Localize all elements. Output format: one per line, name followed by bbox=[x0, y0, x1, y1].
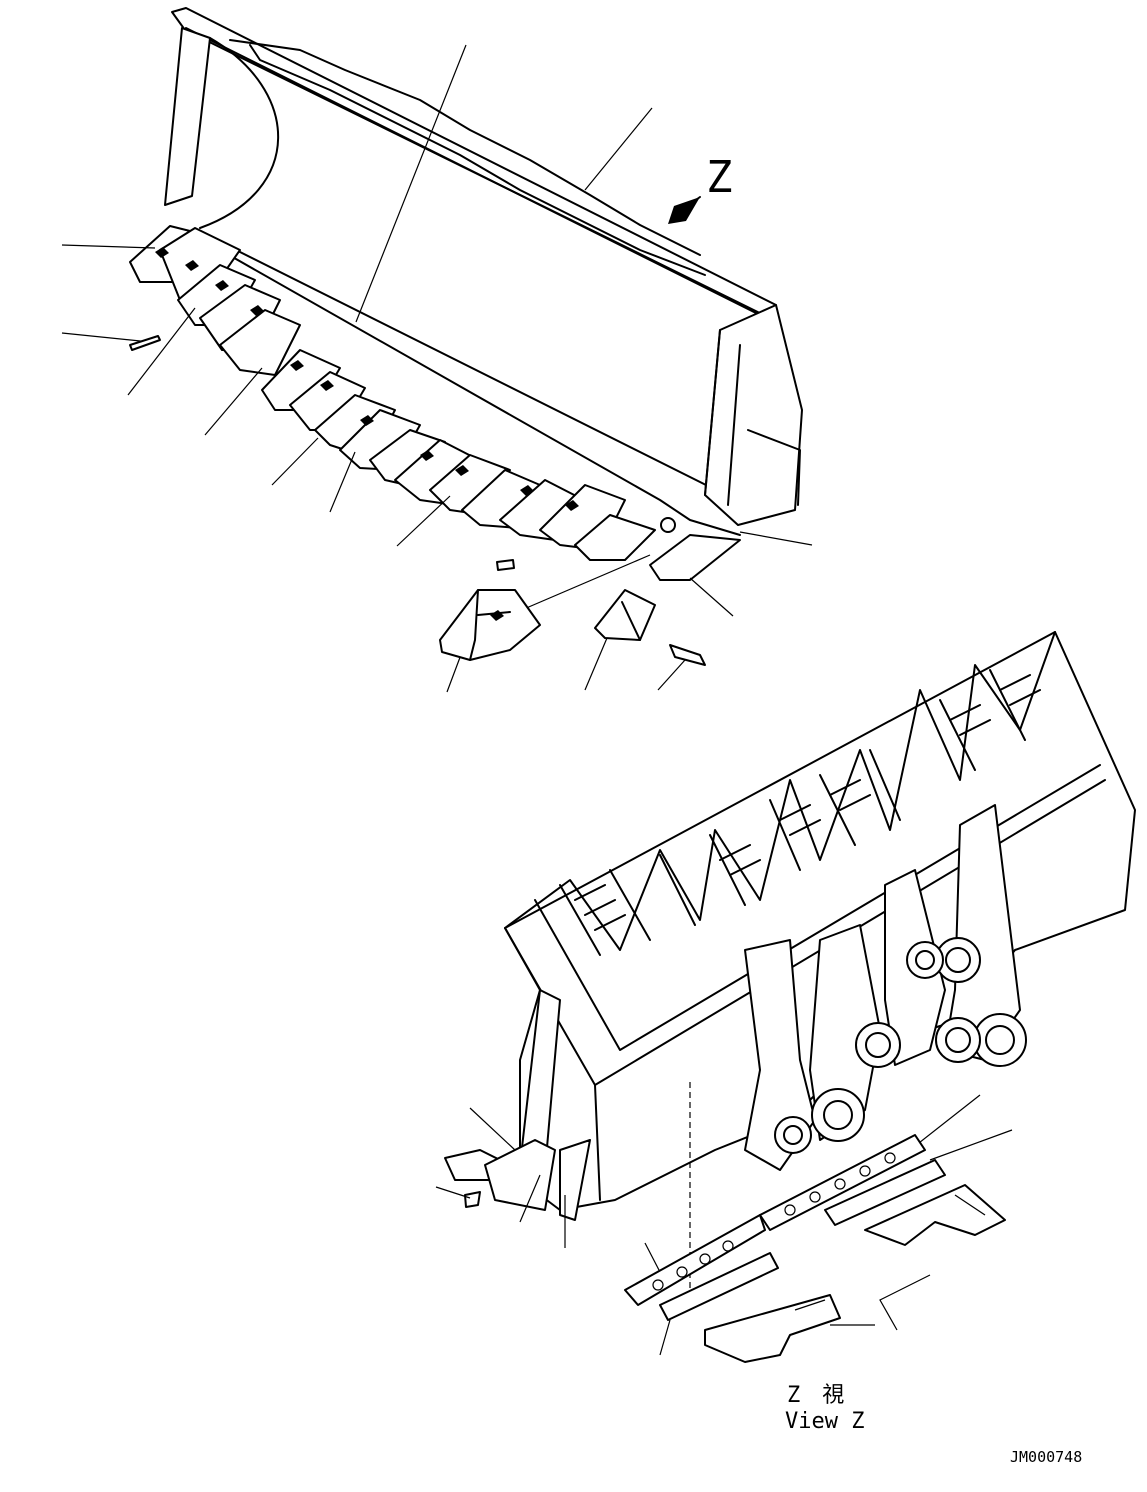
view-caption-jp: Z 視 bbox=[787, 1383, 844, 1408]
view-caption-en: View Z bbox=[785, 1409, 864, 1434]
pin-bosses bbox=[774, 937, 1027, 1154]
bucket-rear-view: Z 視 View Z bbox=[435, 631, 1136, 1434]
leader-lines-upper bbox=[61, 44, 813, 693]
detached-parts bbox=[129, 335, 706, 666]
bucket-front-view: Z bbox=[61, 7, 813, 693]
view-direction-arrow bbox=[668, 196, 701, 224]
view-marker-label: Z bbox=[706, 152, 733, 203]
wear-plates-view-z bbox=[624, 1134, 1006, 1363]
drawing-id: JM000748 bbox=[1010, 1448, 1082, 1466]
bucket-teeth-row bbox=[129, 225, 741, 581]
leader-lines-lower bbox=[435, 1082, 1013, 1356]
